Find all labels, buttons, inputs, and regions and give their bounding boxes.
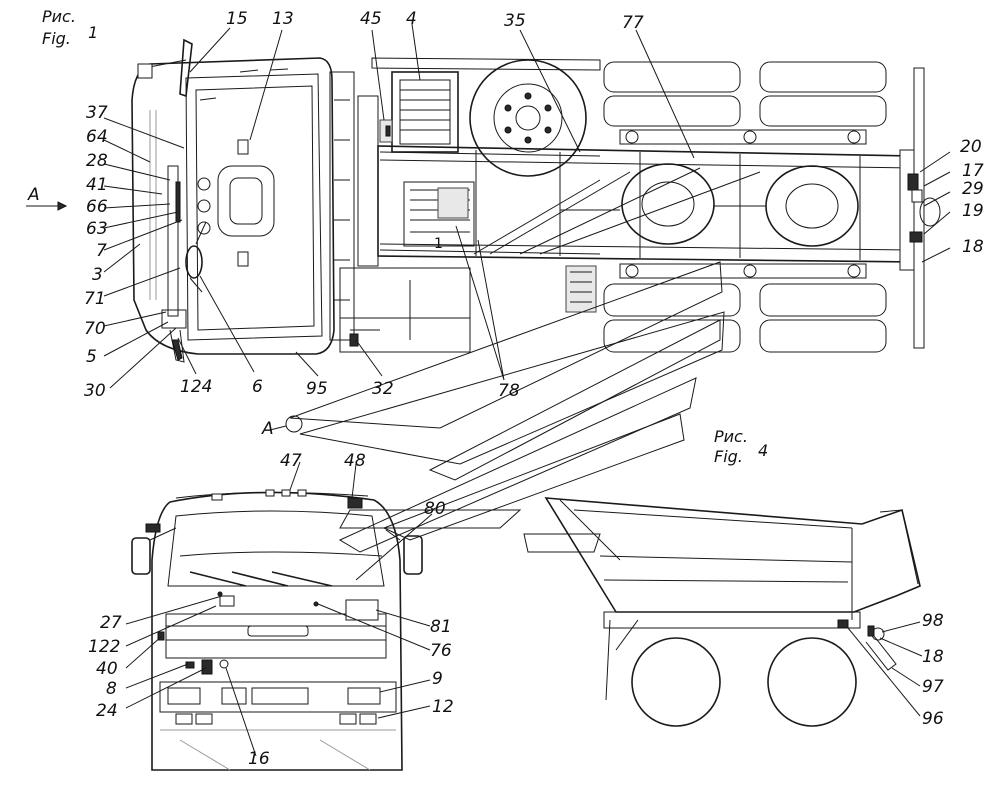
callout-6: 6 (252, 377, 263, 397)
figure4-caption: Рис. Fig. 4 (714, 427, 768, 466)
callout-18-side: 18 (922, 647, 944, 667)
callout-32: 32 (372, 379, 394, 399)
projection-bands (289, 261, 725, 553)
callout-47: 47 (280, 451, 302, 471)
fuel-tank (339, 265, 597, 353)
figure1-caption-line2: Fig. (42, 29, 71, 48)
leader-lines-fig1 (26, 23, 951, 433)
rear-light-bar (899, 67, 941, 349)
bracket-marker-label: 1 (434, 236, 443, 252)
spare-wheel (469, 59, 587, 177)
figure4-number: 4 (758, 441, 768, 460)
rear-wheels-top (560, 61, 887, 353)
callout-71: 71 (84, 289, 106, 309)
callout-124: 124 (180, 377, 212, 397)
view-arrow-label: A (27, 185, 40, 205)
callout-16: 16 (248, 749, 270, 769)
callout-96: 96 (922, 709, 944, 729)
callout-30: 30 (84, 381, 106, 401)
figure1-top-view (26, 23, 951, 553)
callout-48: 48 (344, 451, 366, 471)
callout-122: 122 (88, 637, 120, 657)
callout-66: 66 (86, 197, 108, 217)
callout-29: 29 (962, 179, 984, 199)
figure1-caption: Рис. Fig. 1 (42, 7, 98, 48)
figure4-side-view (544, 497, 923, 727)
cab-rear-panel (329, 71, 379, 341)
figure1-number: 1 (88, 23, 98, 42)
figure1-caption-line1: Рис. (42, 7, 76, 26)
callout-63: 63 (86, 219, 108, 239)
callout-17: 17 (962, 161, 984, 181)
callout-27: 27 (100, 613, 122, 633)
callout-35: 35 (504, 11, 526, 31)
callout-76: 76 (430, 641, 452, 661)
callout-numbers: 15 13 45 4 35 77 37 64 28 41 66 63 7 3 7… (84, 9, 984, 769)
chassis-frame (377, 145, 915, 263)
callout-19: 19 (962, 201, 984, 221)
callout-64: 64 (86, 127, 108, 147)
callout-80: 80 (424, 499, 446, 519)
callout-7: 7 (96, 241, 107, 261)
callout-70: 70 (84, 319, 106, 339)
section-marker-label: A (261, 419, 274, 439)
callout-40: 40 (96, 659, 118, 679)
callout-4: 4 (406, 9, 417, 29)
callout-9: 9 (432, 669, 443, 689)
figure4-caption-line1: Рис. (714, 427, 748, 446)
callout-77: 77 (622, 13, 644, 33)
callout-95: 95 (306, 379, 328, 399)
cab-top-view (131, 38, 335, 363)
callout-78: 78 (498, 381, 520, 401)
callout-5: 5 (86, 347, 97, 367)
battery-box (371, 57, 601, 153)
callout-98: 98 (922, 611, 944, 631)
callout-12: 12 (432, 697, 454, 717)
front-view (125, 461, 433, 771)
callout-13: 13 (272, 9, 294, 29)
callout-20: 20 (960, 137, 982, 157)
callout-97: 97 (922, 677, 944, 697)
callout-45: 45 (360, 9, 382, 29)
callout-37: 37 (86, 103, 108, 123)
callout-18-top: 18 (962, 237, 984, 257)
callout-3: 3 (92, 265, 103, 285)
callout-24: 24 (96, 701, 118, 721)
callout-8: 8 (106, 679, 117, 699)
callout-15: 15 (226, 9, 248, 29)
figure4-caption-line2: Fig. (714, 447, 743, 466)
callout-41: 41 (86, 175, 108, 195)
callout-28: 28 (86, 151, 108, 171)
callout-81: 81 (430, 617, 452, 637)
